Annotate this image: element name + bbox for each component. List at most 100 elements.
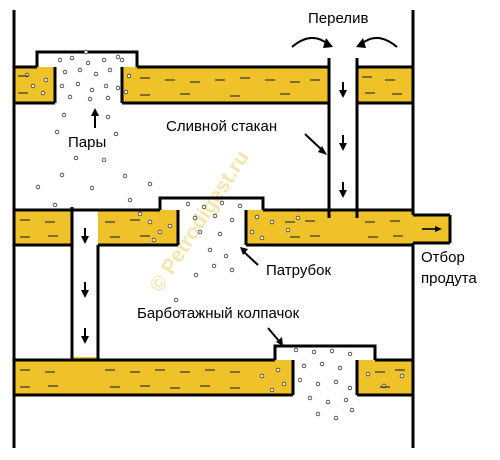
vapor-bubble: [269, 219, 275, 225]
vapor-bubble: [297, 377, 303, 383]
vapor-bubble: [103, 83, 109, 89]
bottom-tray: [14, 344, 413, 397]
lower-downcomer: [70, 207, 100, 360]
liquid-fill: [357, 67, 413, 103]
vapor-bubble: [295, 215, 301, 221]
vapor-bubble: [293, 347, 299, 353]
vapor-bubble: [301, 363, 307, 369]
vapor-bubble: [105, 95, 111, 101]
vapor-bubble: [123, 89, 129, 95]
vapor-bubble: [93, 71, 99, 77]
vapor-bubble: [73, 155, 79, 161]
liquid-fill: [329, 210, 357, 245]
vapor-bubble: [40, 90, 46, 96]
vapor-bubble: [107, 67, 113, 73]
vapor-bubble: [59, 83, 65, 89]
vapor-bubble: [275, 367, 281, 373]
vapor-bubble: [229, 267, 235, 273]
vapor-bubble: [89, 185, 95, 191]
vapor-bubbles: [24, 49, 405, 421]
vapor-bubble: [217, 231, 223, 237]
label-outlet-line2: продута: [421, 270, 477, 287]
vapor-bubble: [137, 211, 143, 217]
vapor-bubble: [62, 69, 68, 75]
vapor-bubble: [285, 227, 291, 233]
vapor-bubble: [122, 173, 128, 179]
vapor-bubble: [207, 247, 213, 253]
vapor-bubble: [333, 379, 339, 385]
vapor-bubble: [254, 214, 260, 220]
vapor-bubble: [69, 55, 75, 61]
vapor-bubble: [192, 215, 198, 221]
vapor-bubble: [127, 197, 133, 203]
liquid-surface-dashes: [18, 75, 405, 389]
nozzle-pointer-arrow: [240, 247, 248, 255]
vapor-bubble: [157, 229, 163, 235]
label-bubble-cap: Барботажный колпачок: [137, 305, 300, 322]
lower-downcomer-flow-arrow-head: [81, 290, 89, 298]
vapor-bubble: [30, 83, 36, 89]
flow-arrows: [81, 82, 347, 344]
product-outlet-pipe: [413, 213, 452, 245]
liquid-fill: [246, 210, 329, 245]
vapor-bubble: [115, 54, 121, 60]
vapor-bubble: [333, 415, 339, 421]
vapor-bubble: [173, 297, 179, 303]
label-pointers: [91, 108, 442, 346]
vapor-bubble: [193, 272, 199, 278]
vapor-bubble: [325, 399, 331, 405]
vapor-bubble: [399, 373, 405, 379]
vapor-bubble: [115, 85, 121, 91]
vapor-bubble: [249, 229, 255, 235]
lower-downcomer-flow-arrow-head: [81, 336, 89, 344]
bubble-cap-pointer-arrow: [276, 337, 283, 346]
vapor-bubble: [113, 131, 119, 137]
vapor-bubble: [269, 387, 275, 393]
column-walls: [12, 10, 415, 448]
downcomer-pointer-arrow: [318, 146, 327, 155]
vapor-bubble: [35, 184, 41, 190]
downcomer-flow-arrow-head: [339, 143, 347, 151]
vapor-bubble: [229, 217, 235, 223]
overflow-arrow-left: [291, 37, 330, 48]
vapor-bubble: [89, 87, 95, 93]
downcomer-flow-arrow-head: [339, 90, 347, 98]
liquid-fill: [98, 210, 178, 245]
liquid-fill: [122, 67, 329, 103]
vapor-bubble: [347, 385, 353, 391]
vapor-bubble: [259, 373, 265, 379]
vapor-bubble: [349, 407, 355, 413]
vapor-bubble: [101, 157, 107, 163]
vapor-bubble: [319, 361, 325, 367]
label-vapors: Пары: [68, 134, 106, 151]
vapor-bubble: [57, 57, 63, 63]
vapor-bubble: [147, 181, 153, 187]
liquid-fill: [14, 360, 72, 395]
vapor-bubble: [347, 351, 353, 357]
vapor-bubble: [185, 201, 191, 207]
liquid-fill: [357, 210, 413, 245]
vapor-bubble: [179, 309, 185, 315]
vapor-bubble: [315, 411, 321, 417]
vapor-bubble: [212, 213, 218, 219]
vapor-bubble: [259, 235, 265, 241]
vapor-bubble: [197, 229, 203, 235]
vapors-pointer-arrow: [91, 108, 99, 116]
liquid-fill: [72, 360, 98, 395]
liquid-fill: [357, 360, 413, 395]
liquid-fill: [98, 360, 293, 395]
top-tray: [14, 50, 413, 105]
vapor-bubble: [281, 381, 287, 387]
vapor-bubble: [75, 81, 81, 87]
vapor-bubble: [119, 57, 125, 63]
upper-downcomer: [327, 58, 359, 218]
vapor-bubble: [219, 200, 225, 206]
lower-downcomer-flow-arrow-head: [81, 236, 89, 244]
vapor-bubble: [315, 381, 321, 387]
liquid-layers: [14, 67, 450, 395]
vapor-bubble: [307, 395, 313, 401]
vapor-bubble: [52, 202, 58, 208]
label-nozzle: Патрубок: [266, 262, 331, 279]
vapor-bubble: [365, 371, 371, 377]
vapor-bubble: [167, 223, 173, 229]
